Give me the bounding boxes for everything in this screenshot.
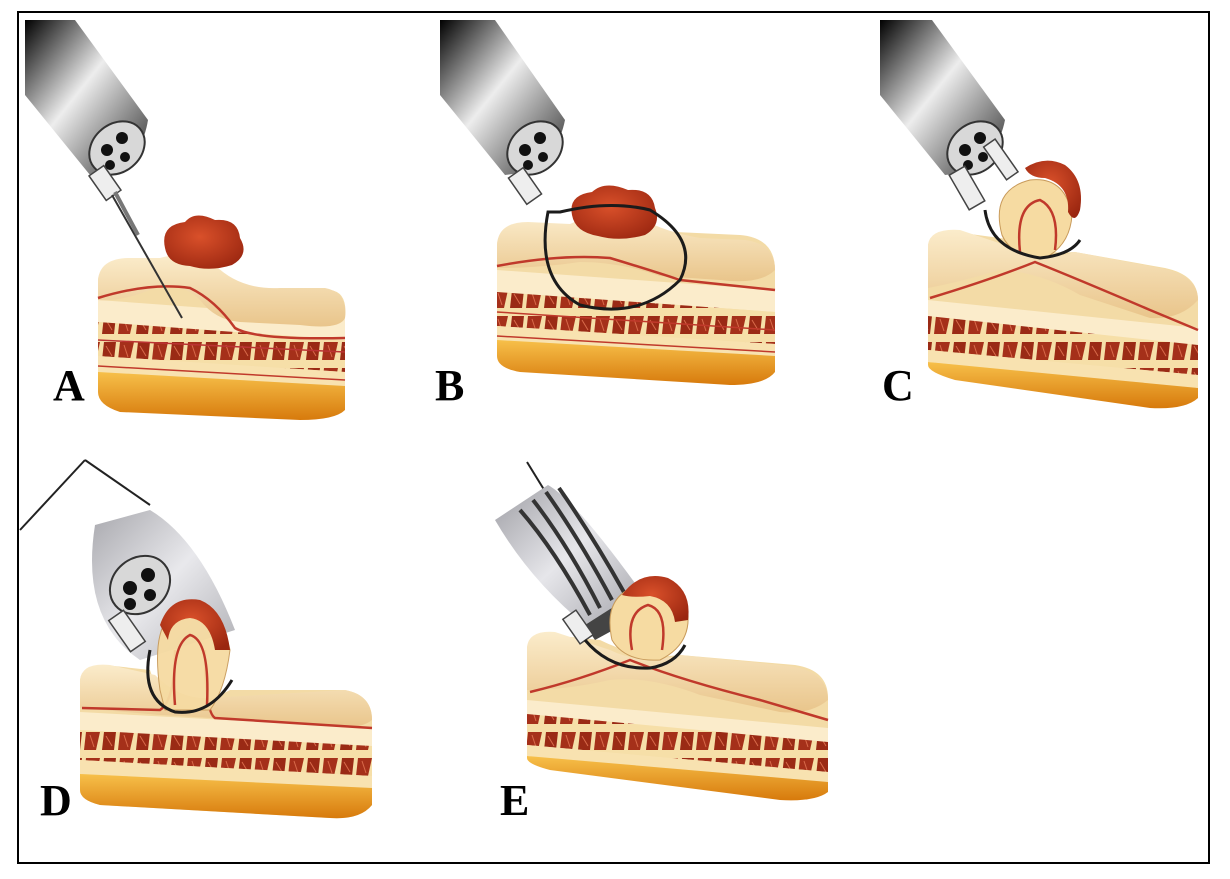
tissue-block-a [97,255,346,420]
snare-loop-d-icon [146,649,234,714]
lesion-c [1025,160,1081,219]
panel-label-b: B [435,361,464,410]
panel-a: A [25,20,346,420]
lesion-d [160,599,230,650]
panel-b: B [435,20,776,410]
lesion-e [622,576,689,622]
snare-loop-c-icon [983,209,1082,260]
panel-label-d: D [40,776,72,825]
endoscope-a [25,20,148,202]
snare-loop-icon [543,204,688,311]
panel-c: C [880,20,1199,410]
lesion-a [164,215,244,269]
panel-label-e: E [500,776,529,825]
tissue-block-d [80,649,373,819]
lesion-b [571,185,658,239]
tissue-block-e [527,631,829,801]
injection-needle-icon [111,194,183,319]
snare-loop-e-icon [583,639,687,670]
panel-e: E [495,461,829,825]
endoscope-c [880,20,1020,211]
tissue-block-c [928,229,1199,409]
endoscope-b [440,20,565,206]
panel-label-c: C [882,361,914,410]
pseudopolyp-c [998,179,1073,259]
tissue-block-b [496,215,776,385]
panel-label-a: A [53,361,85,410]
panel-d: D [19,459,373,825]
